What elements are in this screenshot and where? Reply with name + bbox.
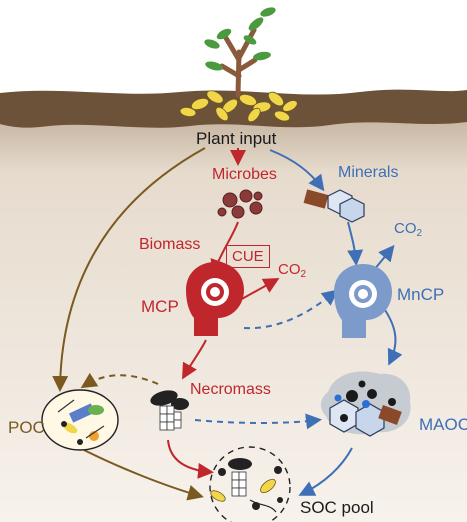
arrow-necromass-poc	[80, 372, 159, 389]
minerals-label: Minerals	[338, 164, 399, 181]
soc-pool-icon	[209, 446, 291, 522]
arrow-mncp-co2	[373, 244, 395, 271]
minerals-icon	[303, 189, 365, 223]
co2-mcp-label: CO2	[278, 262, 306, 280]
arrow-plant-poc	[52, 147, 206, 392]
co2-mcp-text: CO	[278, 261, 301, 278]
plant-icon	[204, 7, 276, 98]
plant-input-label: Plant input	[196, 129, 277, 148]
co2-mcp-subscript: 2	[300, 269, 307, 280]
mcp-label: MCP	[141, 297, 179, 316]
necromass-icon	[150, 390, 189, 431]
microbes-icon	[217, 189, 263, 219]
arrow-necromass-soc	[167, 439, 214, 479]
cue-label: CUE	[232, 248, 264, 265]
cue-box: CUE	[226, 245, 270, 268]
arrow-necromass-maoc	[194, 413, 322, 430]
arrow-mcp-mncp	[243, 289, 339, 330]
co2-mncp-label: CO2	[394, 221, 422, 239]
arrows	[52, 147, 403, 501]
necromass-label: Necromass	[190, 381, 271, 398]
co2-mncp-subscript: 2	[416, 228, 423, 239]
poc-icon	[41, 389, 119, 451]
arrow-mcp-necromass	[182, 339, 207, 380]
co2-mncp-text: CO	[394, 220, 417, 237]
maoc-icon	[320, 371, 411, 437]
biomass-label: Biomass	[139, 236, 201, 253]
microbes-label: Microbes	[212, 166, 277, 183]
mncp-pump-icon	[334, 264, 392, 338]
arrow-minerals-mncp	[347, 221, 364, 266]
leaf-litter-icon	[179, 90, 298, 123]
mcp-pump-icon	[186, 262, 244, 336]
mncp-label: MnCP	[397, 285, 445, 304]
maoc-label: MAOC	[419, 415, 467, 434]
arrow-plant-minerals	[269, 149, 325, 192]
arrow-mncp-maoc	[384, 309, 403, 366]
arrow-mcp-co2	[239, 278, 280, 301]
arrow-poc-soc	[83, 449, 204, 501]
poc-label: POC	[8, 418, 45, 437]
arrow-maoc-soc	[298, 447, 353, 496]
soc-pool-label: SOC pool	[300, 498, 374, 517]
